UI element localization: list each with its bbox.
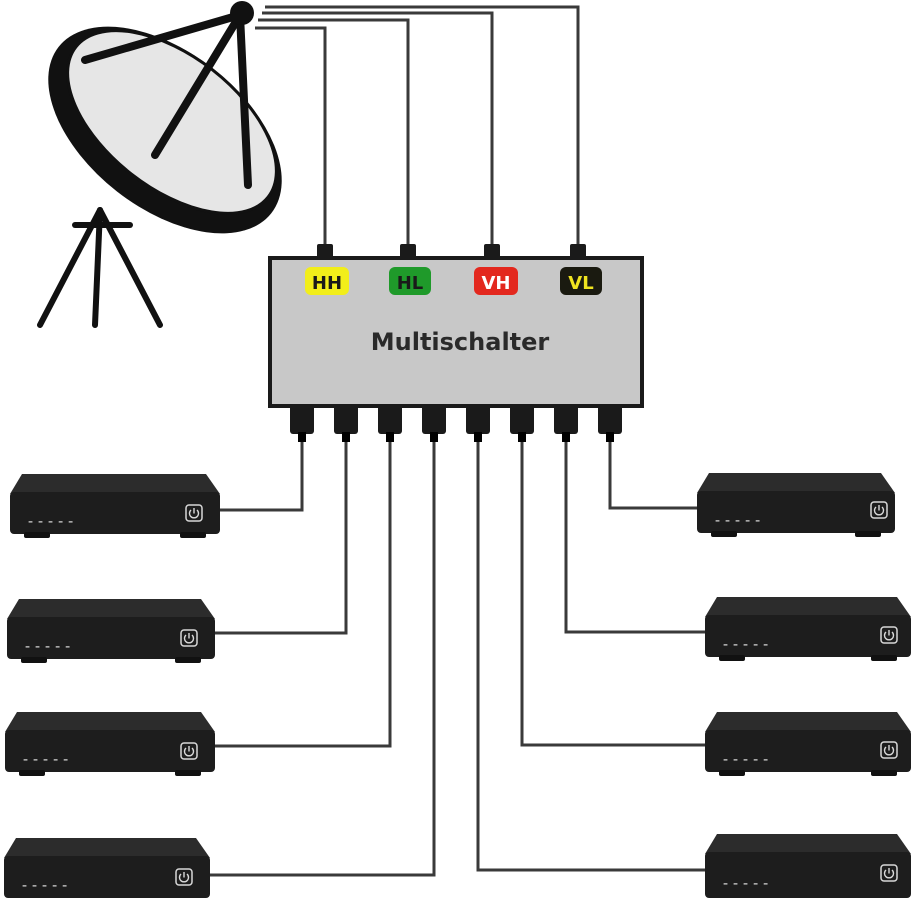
receiver-box: -----	[7, 599, 215, 663]
receiver-display: -----	[721, 874, 771, 892]
power-icon	[870, 501, 888, 519]
receiver-box: -----	[697, 473, 895, 537]
power-icon	[880, 741, 898, 759]
cable-receiver-right-4	[476, 442, 706, 872]
input-label-hl: HL	[389, 267, 431, 295]
output-connector	[466, 404, 490, 434]
cable-receiver-left-4	[210, 442, 436, 877]
output-connector	[510, 404, 534, 434]
svg-text:HL: HL	[397, 273, 424, 294]
power-icon	[180, 742, 198, 760]
multiswitch-box: Multischalter HH HL VH VL	[268, 256, 644, 408]
cable-receiver-right-3	[520, 442, 706, 747]
power-icon	[175, 868, 193, 886]
output-cables	[210, 442, 706, 877]
cable-hh	[255, 26, 327, 246]
receiver-display: -----	[721, 635, 771, 653]
cable-receiver-right-1	[608, 442, 698, 510]
output-connector	[554, 404, 578, 434]
cable-receiver-left-3	[212, 442, 392, 748]
power-icon	[880, 864, 898, 882]
svg-text:VL: VL	[568, 273, 593, 294]
receiver-box: -----	[10, 474, 220, 538]
output-connector	[290, 404, 314, 434]
output-connectors	[290, 404, 622, 442]
receiver-display: -----	[23, 637, 73, 655]
cable-vl	[265, 5, 580, 246]
power-icon	[185, 504, 203, 522]
receiver-display: -----	[21, 750, 71, 768]
cable-receiver-left-2	[212, 442, 348, 635]
input-label-vl: VL	[560, 267, 602, 295]
receiver-box: -----	[4, 838, 210, 898]
receivers: ----- ----- -----	[4, 473, 911, 898]
input-label-hh: HH	[305, 267, 349, 295]
output-connector	[378, 404, 402, 434]
power-icon	[180, 629, 198, 647]
cable-hl	[258, 18, 410, 246]
output-connector	[598, 404, 622, 434]
switch-title: Multischalter	[371, 328, 550, 356]
receiver-display: -----	[20, 876, 70, 894]
receiver-box: -----	[5, 712, 215, 776]
receiver-display: -----	[713, 511, 763, 529]
cable-vh	[262, 11, 494, 246]
receiver-box: -----	[705, 834, 911, 898]
lnb-cables	[255, 5, 580, 246]
receiver-display: -----	[721, 750, 771, 768]
cable-receiver-left-1	[216, 442, 304, 512]
receiver-box: -----	[705, 712, 911, 776]
power-icon	[880, 626, 898, 644]
output-connector	[422, 404, 446, 434]
svg-text:VH: VH	[482, 273, 511, 294]
output-connector	[334, 404, 358, 434]
satellite-dish-icon	[37, 1, 282, 328]
receiver-display: -----	[26, 512, 76, 530]
input-label-vh: VH	[474, 267, 518, 295]
svg-text:HH: HH	[312, 273, 342, 294]
receiver-box: -----	[705, 597, 911, 661]
cable-receiver-right-2	[564, 442, 706, 634]
